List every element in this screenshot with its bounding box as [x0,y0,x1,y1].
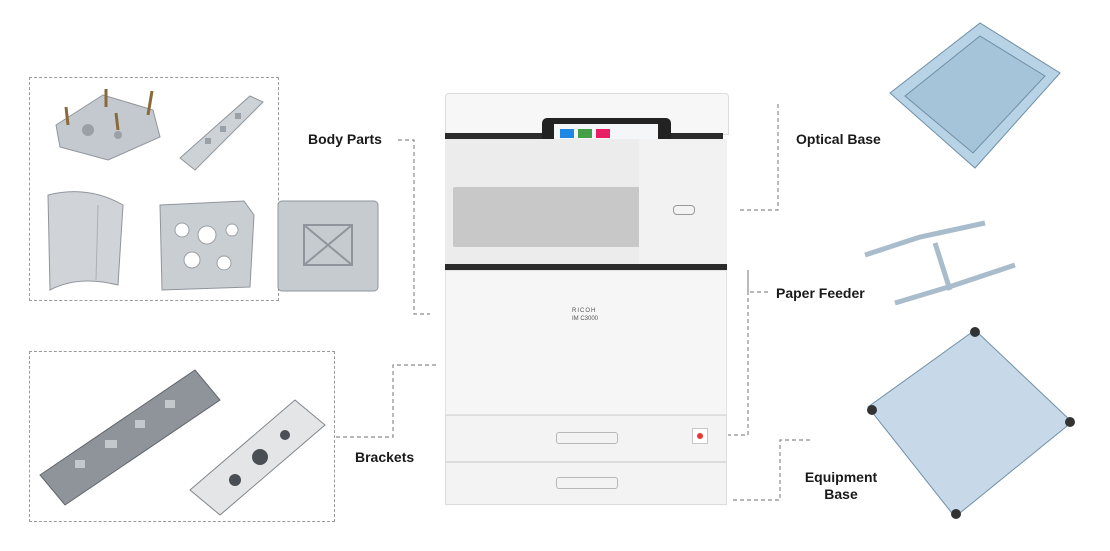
optical-base-image [889,22,1061,169]
label-paper-feeder: Paper Feeder [776,285,865,301]
label-equipment-base-line2: Base [824,486,858,502]
bracket-mount-plate-image [189,399,326,516]
printer-paper-drawer-2 [445,462,727,505]
bracket-long-frame-image [39,369,221,506]
label-equipment-base-line1: Equipment [804,469,878,485]
printer-device: RICOH IM C3000 [445,93,729,505]
printer-paper-drawer-1 [445,415,727,462]
brackets-group-box [29,351,335,522]
leader-body-parts [398,139,430,315]
leader-optical-base [737,104,779,211]
leader-equipment-base [730,439,810,501]
label-body-parts: Body Parts [308,131,382,147]
screen-app-tile [596,129,610,138]
body-part-base-plate-image [55,89,161,161]
leader-paper-feeder [728,270,768,436]
body-part-perforated-plate-image [159,200,255,291]
printer-side-panel [639,139,727,264]
printer-side-handle [673,205,695,215]
leader-brackets [336,364,438,438]
printer-output-area [445,139,727,264]
body-part-flat-panel-image [277,200,379,292]
label-optical-base: Optical Base [796,131,881,147]
drawer-handle [556,432,618,444]
screen-app-tile [578,129,592,138]
printer-brand: RICOH [572,308,597,314]
label-brackets: Brackets [355,449,415,465]
label-equipment-base: Equipment Base [796,469,886,503]
body-part-long-bracket-image [179,95,264,171]
equipment-base-image [867,327,1075,519]
screen-app-tile [560,129,574,138]
drawer-indicator [692,428,708,444]
printer-belt [445,264,727,270]
drawer-handle [556,477,618,489]
paper-feeder-image [864,220,1016,306]
printer-output-tray [453,187,641,247]
body-parts-group-box [29,77,279,301]
body-part-curved-panel-image [47,191,124,291]
printer-model: IM C3000 [572,316,599,322]
printer-main-body: RICOH IM C3000 [445,270,727,415]
